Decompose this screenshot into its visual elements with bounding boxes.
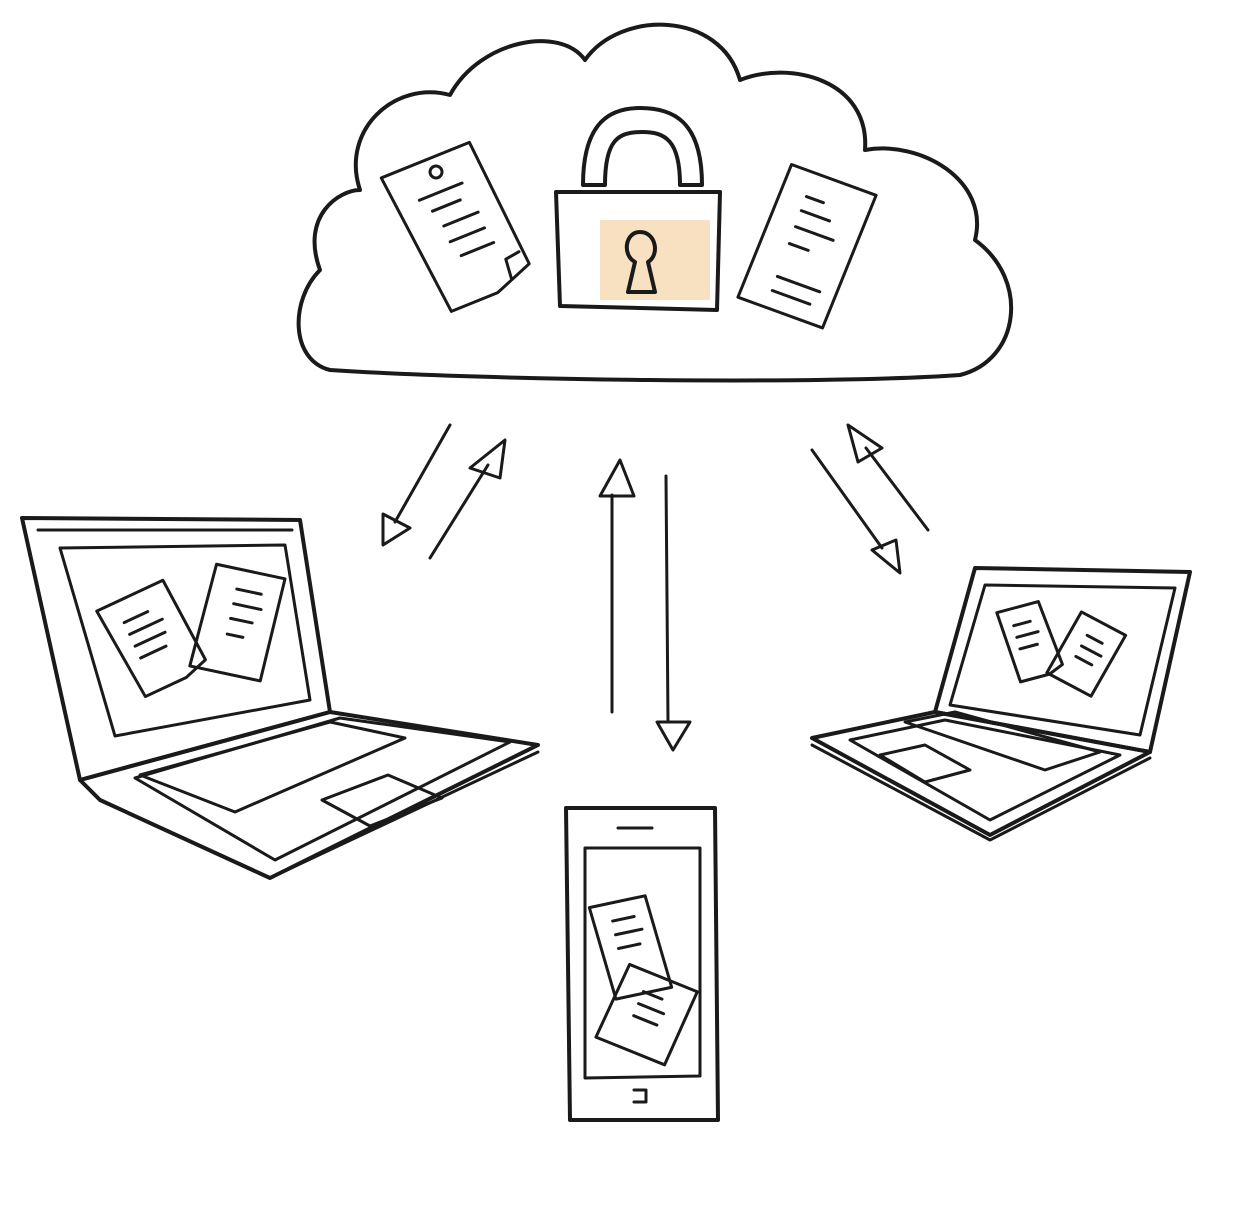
cloud-icon <box>296 22 1014 383</box>
document-icon <box>188 562 287 683</box>
document-icon <box>379 140 531 313</box>
document-icon <box>95 578 207 699</box>
document-icon <box>594 962 699 1067</box>
bidirectional-arrows-icon <box>381 423 507 560</box>
document-icon <box>995 600 1064 684</box>
laptop-icon <box>810 566 1192 842</box>
bidirectional-arrows-icon <box>598 458 692 752</box>
bidirectional-arrows-icon <box>810 423 930 575</box>
document-icon <box>1045 610 1128 698</box>
document-icon <box>587 894 674 1001</box>
padlock-icon <box>554 106 722 312</box>
document-icon <box>736 163 878 330</box>
smartphone-icon <box>564 806 720 1122</box>
laptop-icon <box>20 516 540 880</box>
